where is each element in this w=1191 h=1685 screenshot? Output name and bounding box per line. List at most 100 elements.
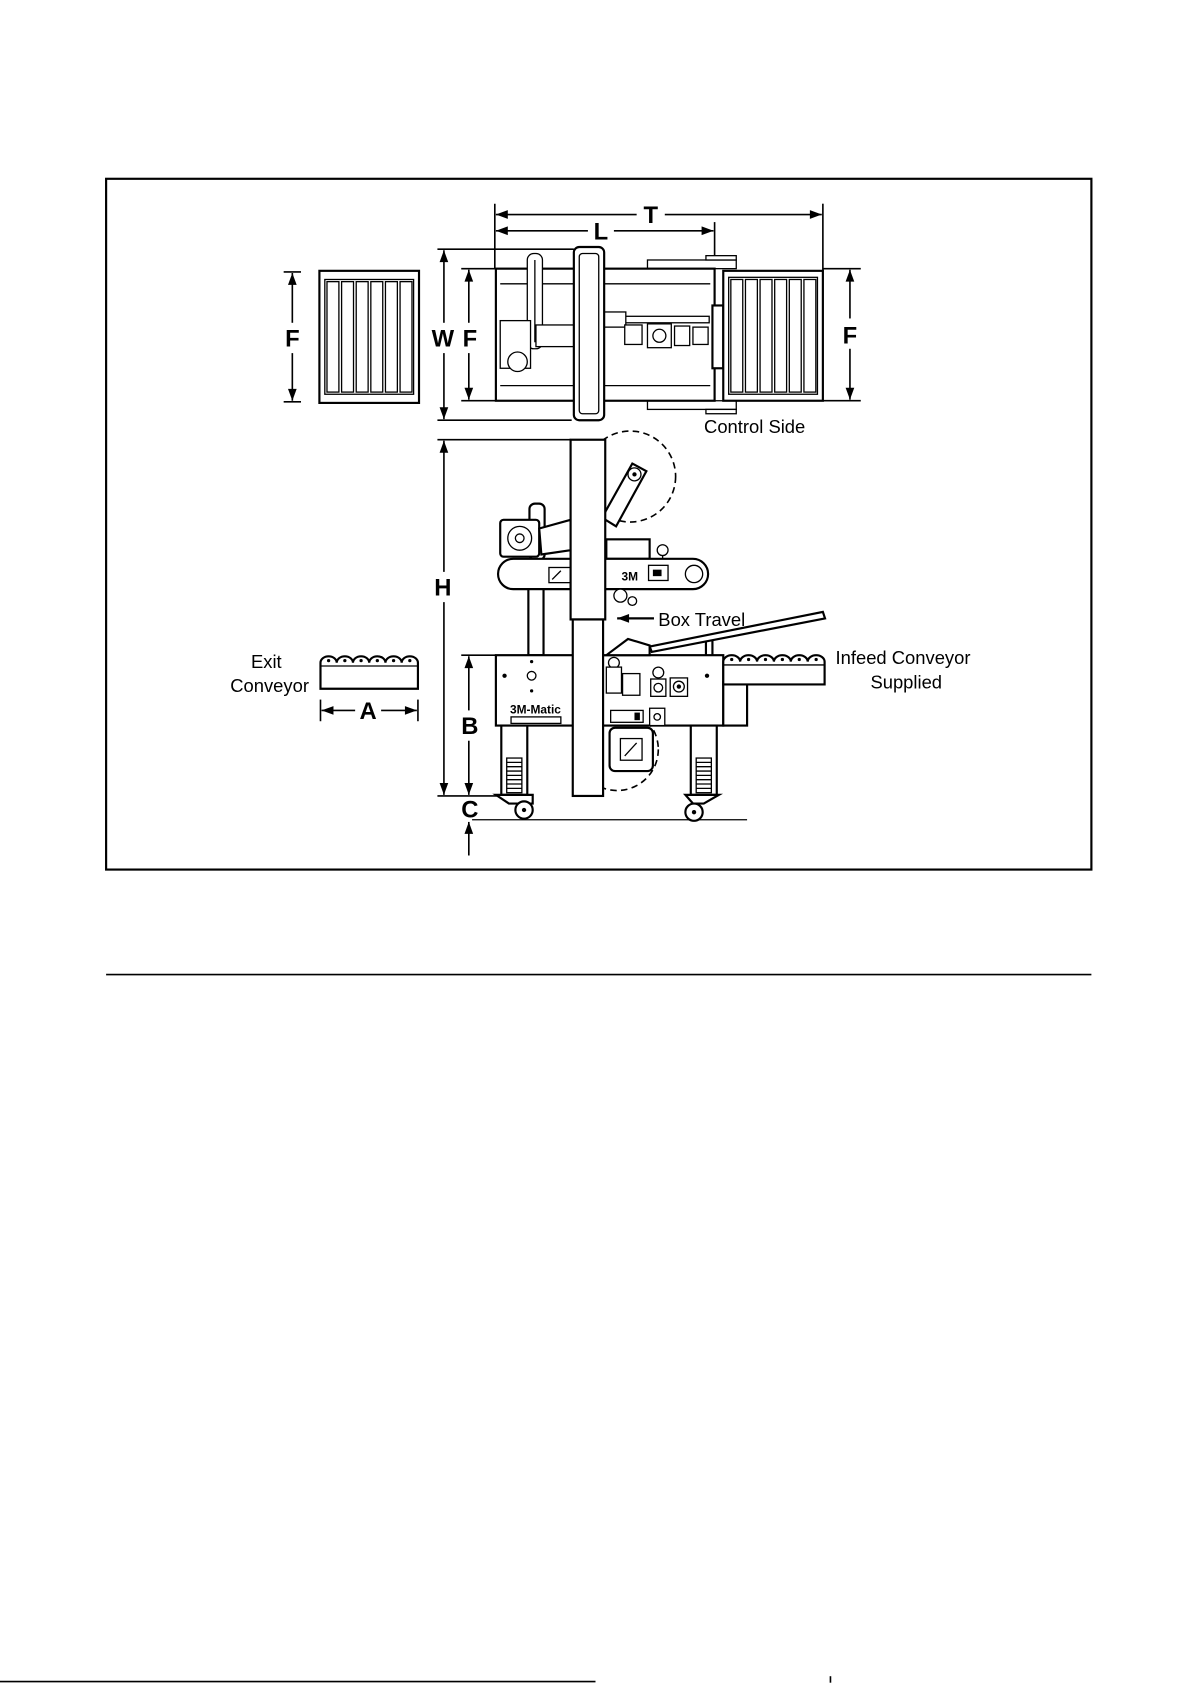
head-bracket bbox=[606, 539, 649, 558]
rail-tab bbox=[706, 256, 736, 260]
dimension-label-b: B bbox=[461, 713, 478, 740]
roller-axle bbox=[730, 658, 733, 661]
control-button-center bbox=[677, 684, 681, 688]
arrowhead bbox=[464, 270, 473, 282]
caster-hub bbox=[522, 808, 526, 812]
infeed-conveyor-label: Infeed Conveyor bbox=[836, 647, 971, 668]
arrowhead bbox=[288, 389, 297, 401]
infeed-conveyor-label: Supplied bbox=[870, 672, 942, 693]
bolt bbox=[530, 660, 533, 663]
bolt bbox=[705, 674, 709, 678]
exit-conveyor-label: Conveyor bbox=[230, 675, 309, 696]
arrowhead bbox=[440, 407, 449, 419]
dimension-b: B bbox=[461, 655, 496, 795]
roller-axle bbox=[376, 659, 379, 662]
arrowhead bbox=[440, 250, 449, 262]
dimension-label-f: F bbox=[463, 326, 478, 353]
infeed-conveyor-rollers bbox=[723, 655, 824, 684]
component-block bbox=[693, 327, 708, 344]
arrowhead bbox=[496, 210, 508, 219]
exit-conveyor-frame bbox=[319, 271, 419, 403]
dimension-label-t: T bbox=[643, 202, 658, 229]
air-filter bbox=[623, 674, 640, 696]
motor-shaft bbox=[515, 534, 524, 543]
arrowhead bbox=[464, 388, 473, 400]
infeed-conveyor-side: Infeed Conveyor Supplied bbox=[723, 647, 970, 693]
box-travel-callout: Box Travel bbox=[617, 609, 745, 630]
switch-toggle bbox=[634, 713, 639, 721]
entry-ramp bbox=[606, 639, 649, 655]
tape-hub-center bbox=[632, 472, 636, 476]
component-block bbox=[625, 325, 642, 344]
body-logo: 3M-Matic bbox=[510, 703, 561, 717]
exit-conveyor-rollers bbox=[320, 656, 417, 688]
guide-roller bbox=[628, 597, 637, 606]
estop-switch bbox=[650, 708, 665, 725]
end-bracket bbox=[712, 305, 723, 368]
rail-tab bbox=[706, 409, 736, 413]
taping-head-column bbox=[571, 440, 606, 620]
dimension-label-c: C bbox=[461, 797, 478, 824]
leg-right bbox=[685, 726, 719, 821]
arrowhead bbox=[440, 783, 449, 795]
bolt bbox=[530, 689, 533, 692]
roller-axle bbox=[747, 658, 750, 661]
arrowhead bbox=[846, 388, 855, 400]
roller-axle bbox=[781, 658, 784, 661]
arrowhead bbox=[288, 273, 297, 285]
arrowhead bbox=[440, 441, 449, 453]
dimension-a: A bbox=[320, 698, 417, 725]
top-view: F W F T L bbox=[284, 202, 861, 437]
dimension-f-left: F bbox=[284, 272, 301, 402]
arrowhead bbox=[846, 270, 855, 282]
head-plate-inner bbox=[653, 570, 662, 576]
taping-head-column-lower bbox=[573, 619, 603, 795]
arrowhead bbox=[464, 656, 473, 668]
exit-conveyor-side: Exit Conveyor bbox=[230, 651, 418, 696]
infeed-conveyor-plan bbox=[723, 271, 823, 401]
leg-scale-ticks bbox=[507, 762, 522, 788]
arrowhead bbox=[322, 706, 334, 715]
arrowhead bbox=[496, 226, 508, 235]
arrowhead bbox=[617, 614, 629, 623]
support-post bbox=[528, 589, 543, 655]
side-rail bbox=[647, 401, 736, 410]
leg-left bbox=[496, 726, 533, 819]
dimension-label-a: A bbox=[360, 698, 377, 725]
dimension-label-h: H bbox=[434, 575, 451, 602]
arrowhead bbox=[405, 706, 417, 715]
infeed-conveyor-frame bbox=[723, 271, 823, 401]
arrowhead bbox=[464, 783, 473, 795]
dimension-label-w: W bbox=[432, 326, 455, 353]
roller-axle bbox=[392, 659, 395, 662]
dimension-label-l: L bbox=[594, 218, 609, 245]
arrowhead bbox=[810, 210, 822, 219]
roller-axle bbox=[815, 658, 818, 661]
bolt bbox=[502, 674, 506, 678]
air-regulator bbox=[606, 667, 621, 693]
pressure-gauge bbox=[653, 667, 664, 678]
motor-hub bbox=[508, 352, 527, 371]
warning-label bbox=[549, 567, 573, 582]
leg-scale-ticks bbox=[696, 762, 711, 788]
case-sealer-plan bbox=[496, 247, 736, 420]
dimension-label-f: F bbox=[285, 326, 300, 353]
roller-axle bbox=[798, 658, 801, 661]
end-roller bbox=[685, 565, 702, 582]
component-block bbox=[675, 326, 690, 345]
side-view: H B C bbox=[230, 431, 970, 855]
exit-conveyor-label: Exit bbox=[251, 651, 282, 672]
roller-axle bbox=[343, 659, 346, 662]
exit-conveyor-plan bbox=[319, 271, 419, 403]
bed-extension bbox=[723, 682, 747, 725]
flap-folder bbox=[536, 325, 574, 347]
roller-axle bbox=[327, 659, 330, 662]
caster-hub bbox=[692, 810, 696, 814]
head-logo: 3M bbox=[621, 569, 638, 583]
guide-roller bbox=[614, 589, 627, 602]
roller-axle bbox=[764, 658, 767, 661]
taping-head-column-plan bbox=[574, 247, 604, 420]
control-side-label: Control Side bbox=[704, 416, 805, 437]
caster-bracket bbox=[685, 795, 719, 804]
